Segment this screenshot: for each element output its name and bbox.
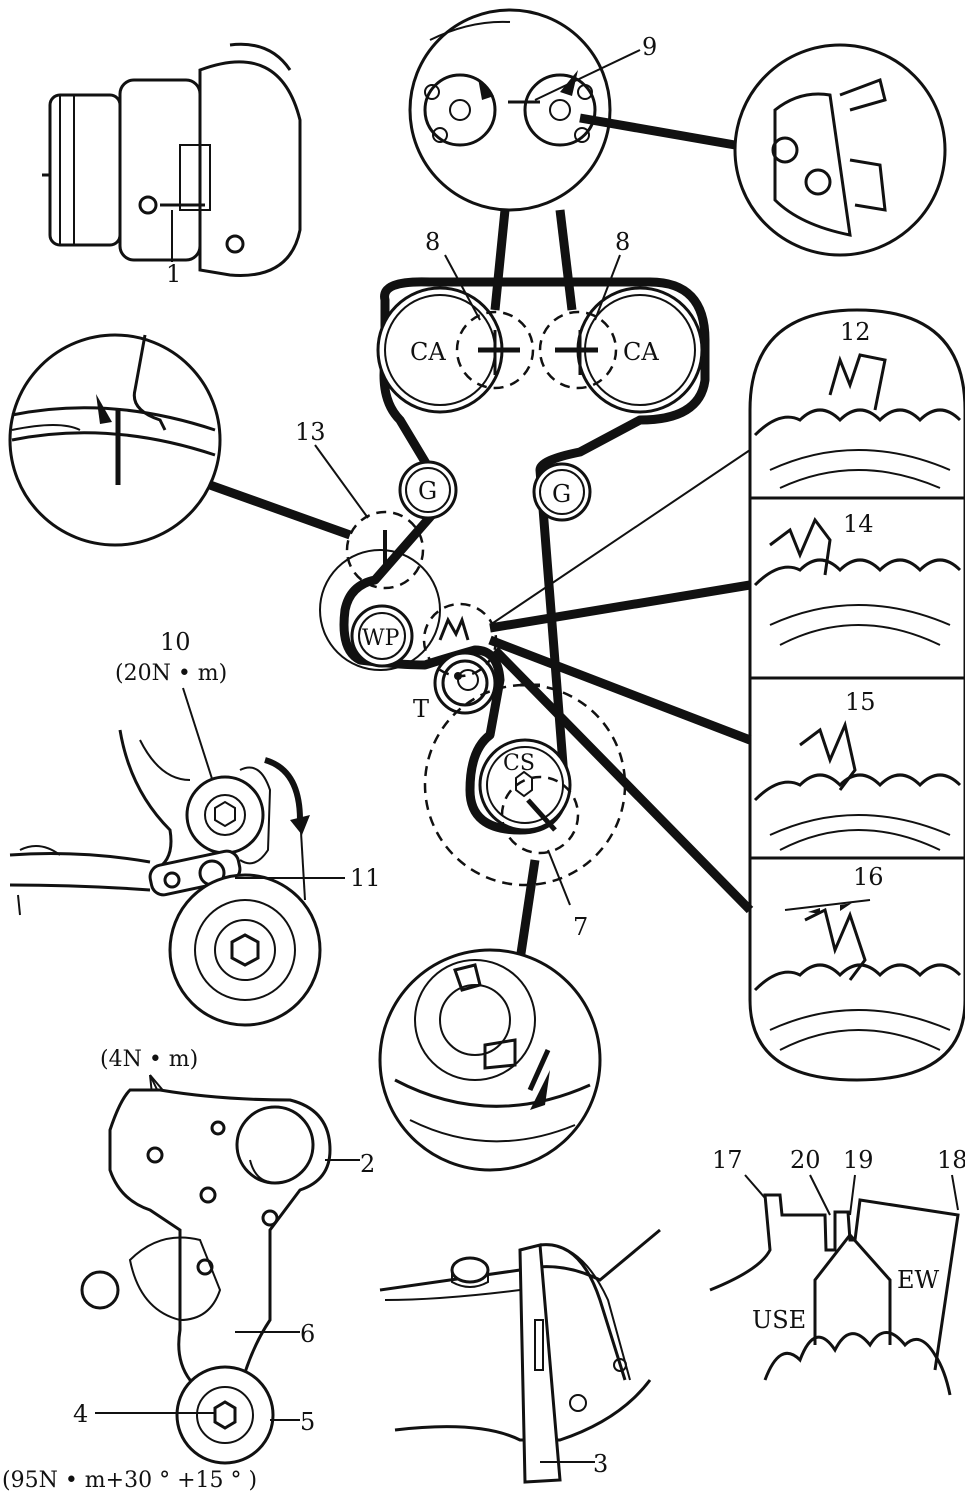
pulley-ca-right: CA bbox=[623, 338, 659, 366]
label-13: 13 bbox=[295, 418, 326, 446]
label-19: 19 bbox=[843, 1146, 874, 1174]
belt-layout: CA CA 8 8 G G WP 13 T bbox=[295, 228, 710, 941]
label-15: 15 bbox=[845, 688, 876, 716]
label-5: 5 bbox=[300, 1408, 315, 1436]
pulley-g-left: G bbox=[418, 477, 437, 505]
label-16: 16 bbox=[853, 863, 884, 891]
label-14: 14 bbox=[843, 510, 874, 538]
label-6: 6 bbox=[300, 1320, 315, 1348]
label-3: 3 bbox=[593, 1450, 608, 1478]
label-12: 12 bbox=[840, 318, 871, 346]
label-17: 17 bbox=[712, 1146, 743, 1174]
pulley-ca-left: CA bbox=[410, 338, 446, 366]
label-20: 20 bbox=[790, 1146, 821, 1174]
bracket-illustration: (4N • m) 2 6 4 5 (95N • m+30 ° +15 ° ) bbox=[2, 1047, 375, 1493]
tensioner-adjust-illustration: 10 (20N • m) 11 bbox=[9, 628, 381, 1027]
label-9: 9 bbox=[642, 33, 657, 61]
label-11: 11 bbox=[350, 864, 381, 892]
tensioner-pointer-panels: 12 14 15 16 bbox=[748, 308, 965, 1082]
torque-4: (95N • m+30 ° +15 ° ) bbox=[2, 1468, 257, 1493]
pulley-t: T bbox=[413, 695, 429, 723]
pulley-wp: WP bbox=[362, 626, 400, 651]
label-1: 1 bbox=[166, 260, 181, 288]
pulley-cs: CS bbox=[503, 751, 535, 776]
lock-tool-detail-circle bbox=[733, 43, 947, 257]
tensioner-unit-illustration: 1 bbox=[42, 42, 302, 288]
cam-marks-detail-circle: 9 bbox=[408, 8, 657, 212]
torque-10: (20N • m) bbox=[115, 661, 227, 686]
water-pump-mark-detail-circle bbox=[8, 333, 222, 547]
label-8-left: 8 bbox=[425, 228, 440, 256]
pulley-g-right: G bbox=[552, 480, 571, 508]
mark-use: USE bbox=[752, 1306, 806, 1334]
mark-ew: EW bbox=[897, 1266, 940, 1294]
torque-2: (4N • m) bbox=[100, 1047, 198, 1072]
crank-sprocket-detail-circle bbox=[378, 948, 602, 1172]
label-18: 18 bbox=[937, 1146, 965, 1174]
pointer-scale-illustration: 17 20 19 18 USE EW bbox=[709, 1146, 965, 1396]
label-10: 10 bbox=[160, 628, 191, 656]
label-2: 2 bbox=[360, 1150, 375, 1178]
label-4: 4 bbox=[73, 1400, 88, 1428]
label-8-right: 8 bbox=[615, 228, 630, 256]
lock-pin-illustration: 3 bbox=[379, 1228, 661, 1484]
label-7: 7 bbox=[573, 913, 588, 941]
